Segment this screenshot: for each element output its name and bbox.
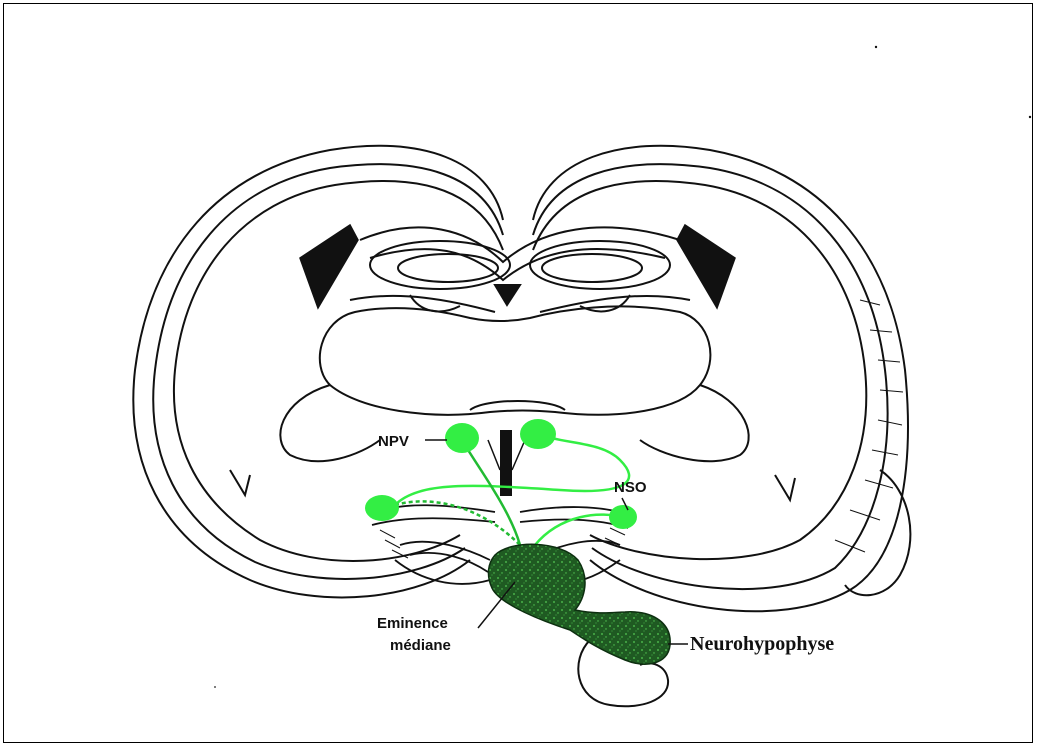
neurohypophyse-label: Neurohypophyse: [690, 633, 834, 655]
left-hypothalamic-curve: [280, 385, 380, 461]
eminence-label-line2: médiane: [390, 637, 451, 654]
third-ventricle-top: [470, 401, 565, 410]
thalamus-outline: [320, 306, 711, 414]
neural-pathways: [395, 432, 629, 545]
median-eminence-and-neurohypophysis: [488, 544, 670, 664]
npv-label: NPV: [378, 433, 409, 450]
right-hypothalamic-curve: [640, 385, 749, 461]
eminence-label-line1: Eminence: [377, 615, 448, 632]
corpus-callosum: [350, 227, 690, 312]
brain-inner-contour: [174, 181, 866, 561]
brain-outer-contour: [133, 146, 908, 612]
right-notch: [775, 475, 795, 500]
median-eminence: [488, 544, 670, 664]
midline-septum: [495, 285, 520, 305]
left-notch: [230, 470, 250, 495]
brain-middle-contour: [153, 164, 887, 589]
npv-nucleus-left: [445, 423, 479, 453]
left-fornix-loop-inner: [398, 254, 498, 282]
right-ventricle-horn: [677, 225, 735, 308]
nso-label: NSO: [614, 479, 647, 496]
stray-dot: [875, 46, 877, 48]
nso-nucleus-left: [365, 495, 399, 521]
left-ventricle-horn: [300, 225, 358, 308]
npv-nucleus-right: [520, 419, 556, 449]
left-nso-pathway: [395, 501, 520, 545]
brain-outline: [133, 146, 910, 612]
stray-dot: [214, 686, 216, 688]
stray-dot: [1029, 116, 1031, 118]
thalamus: [230, 306, 795, 500]
callosum-arch-outer: [360, 227, 680, 262]
right-fornix-loop-inner: [542, 254, 642, 282]
callosum-arch-inner: [370, 249, 665, 280]
nso-nucleus-right: [609, 505, 637, 529]
optic-tract-left: [400, 542, 490, 572]
